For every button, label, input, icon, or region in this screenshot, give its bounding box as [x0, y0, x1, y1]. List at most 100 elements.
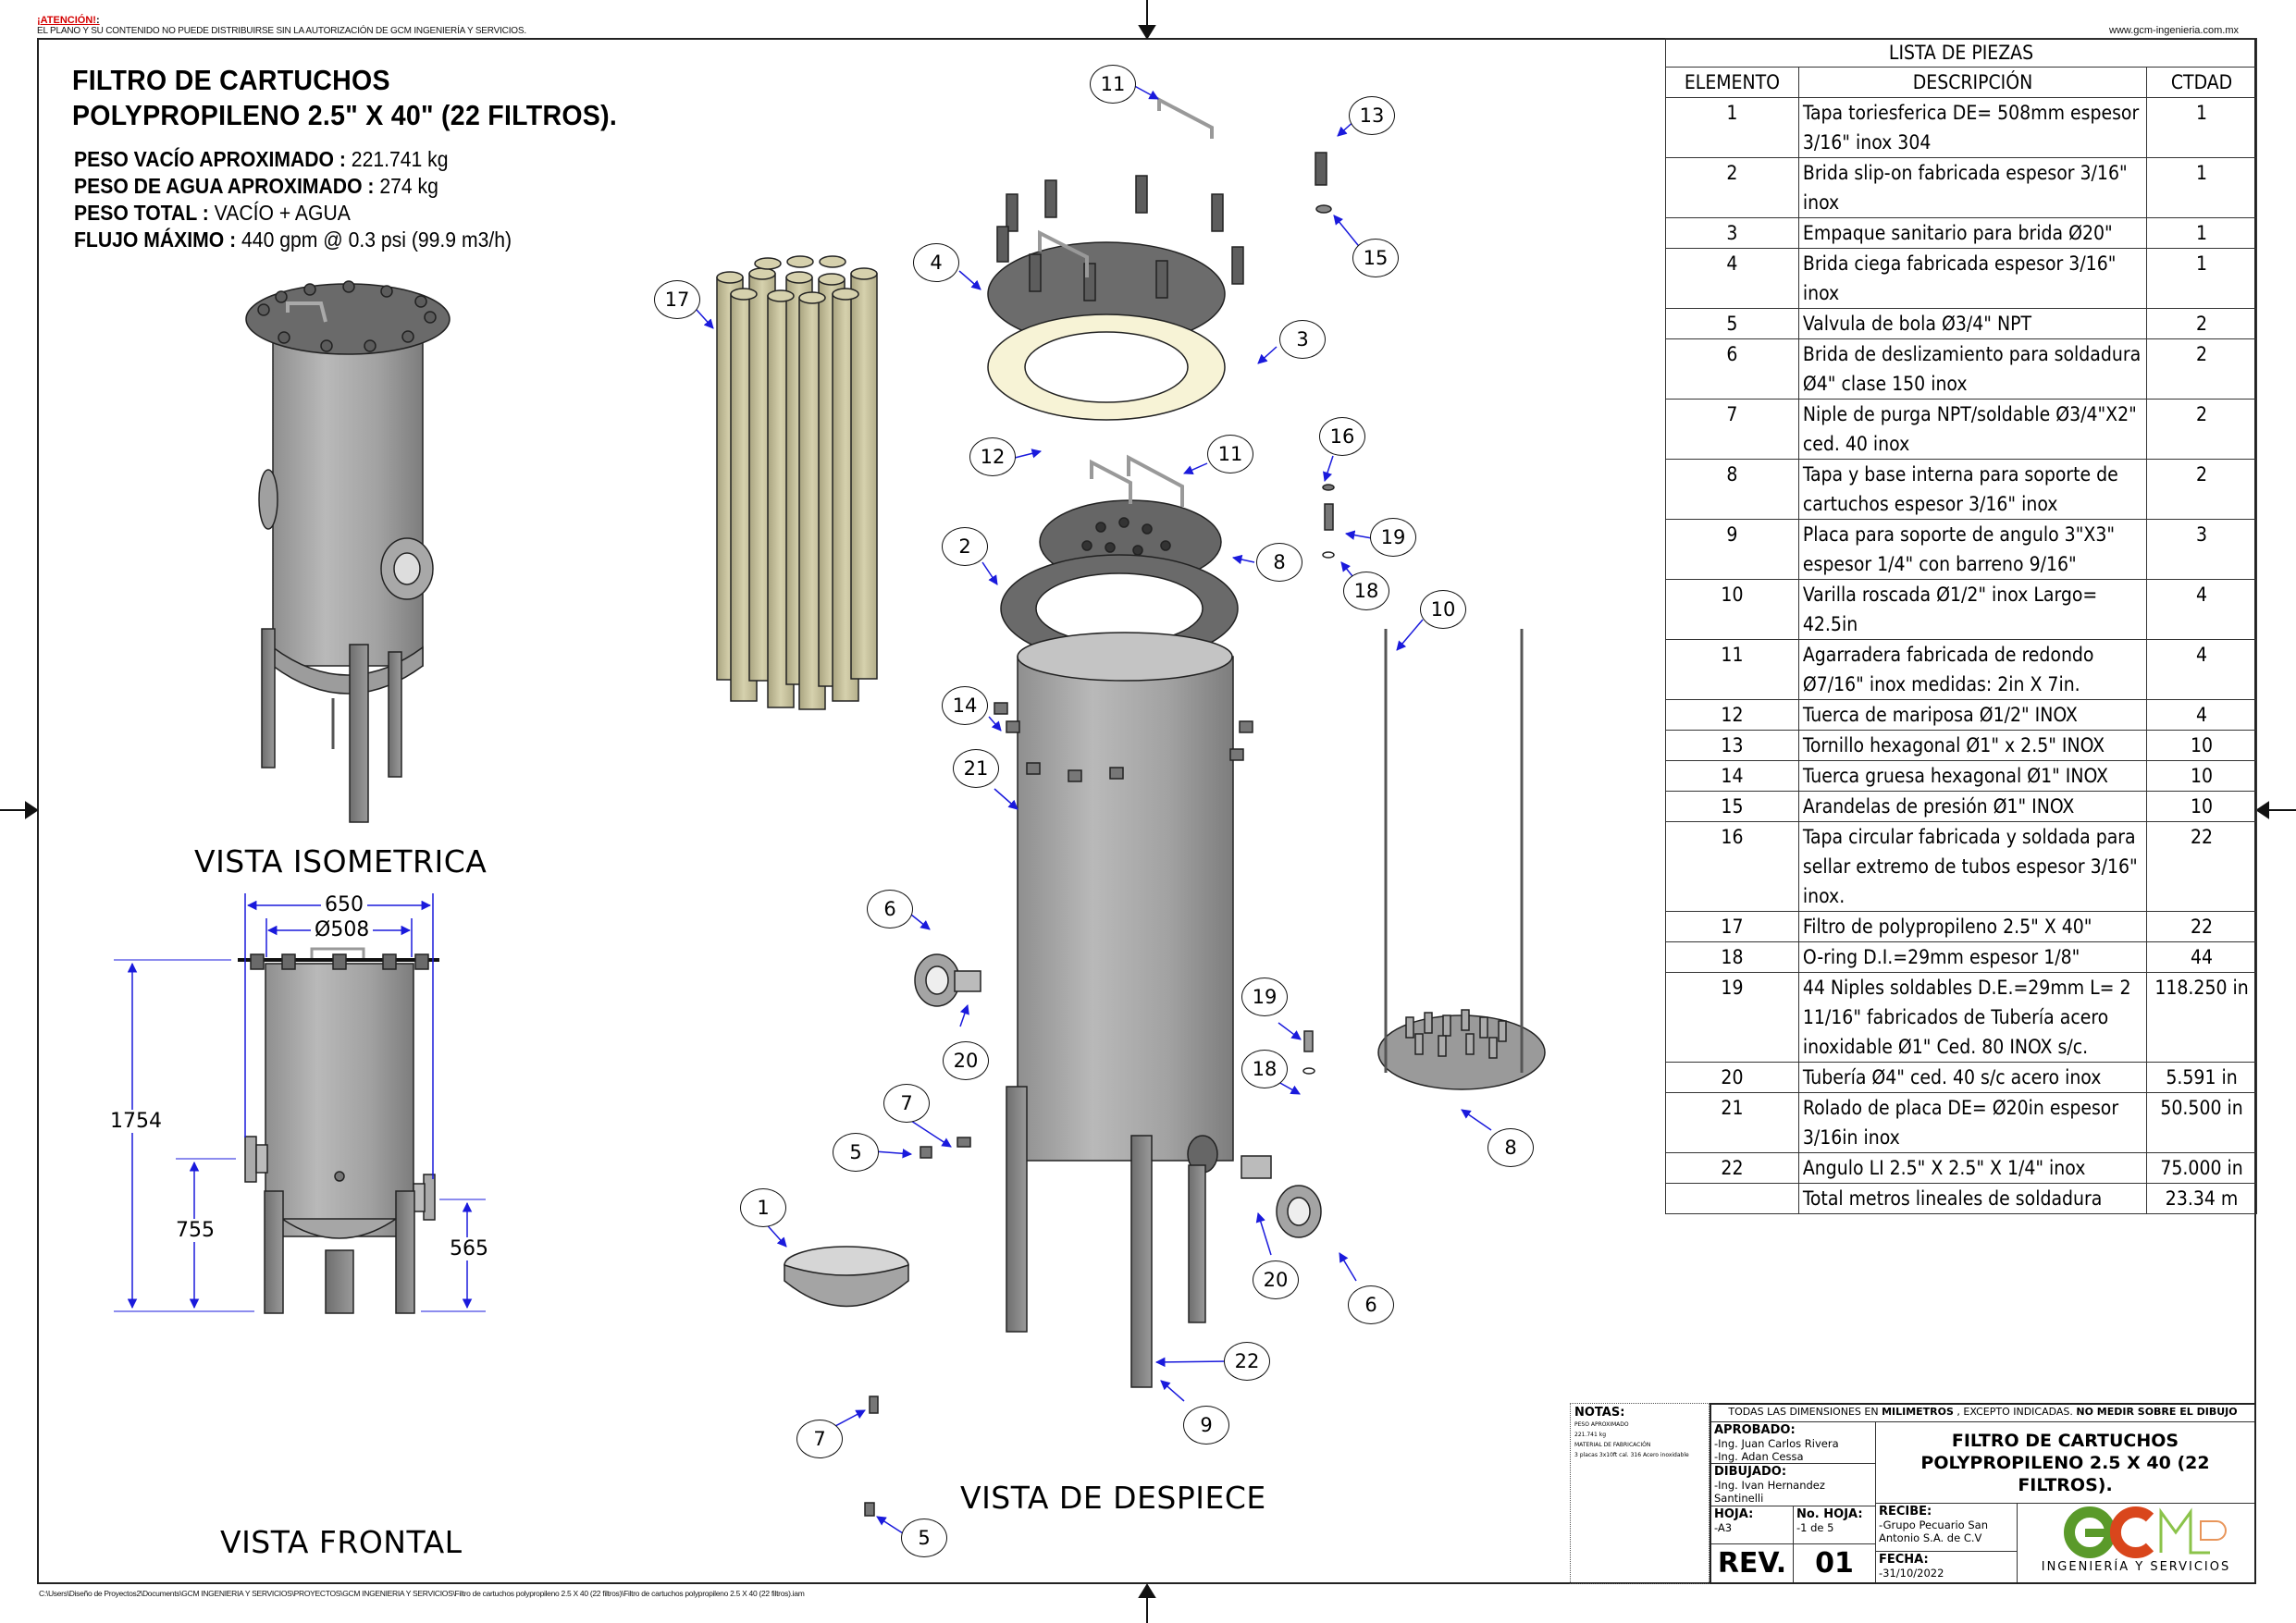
callout-9: 9	[1183, 1406, 1229, 1445]
drawn-cell: DIBUJADO: -Ing. Ivan Hernandez Santinell…	[1711, 1464, 1876, 1506]
spec-total-weight: PESO TOTAL : VACÍO + AGUA	[74, 201, 351, 225]
callout-7-bottom: 7	[796, 1420, 843, 1458]
website-link[interactable]: www.gcm-ingenieria.com.mx	[2109, 25, 2239, 36]
callout-8-top: 8	[1256, 543, 1302, 582]
dim-outlet-height: 565	[446, 1237, 492, 1260]
callout-11-mid: 11	[1207, 435, 1253, 473]
callout-6-right: 6	[1348, 1285, 1394, 1324]
header-qty: CTDAD	[2146, 67, 2257, 98]
dim-total-height: 1754	[106, 1110, 166, 1133]
front-outlet-flange	[423, 1174, 436, 1221]
front-leg-center	[325, 1249, 354, 1314]
notes-heading: NOTAS:	[1574, 1406, 1625, 1420]
callout-20-left: 20	[943, 1041, 989, 1080]
part-element: 22	[1665, 1152, 1799, 1184]
title-line-1: FILTRO DE CARTUCHOS	[72, 64, 390, 96]
logo-subtitle: INGENIERÍA Y SERVICIOS	[2041, 1560, 2231, 1574]
oring-18-top	[1322, 551, 1335, 559]
title-block: TODAS LAS DIMENSIONES EN MILIMETROS , EX…	[1710, 1403, 2256, 1584]
callout-5-bottom: 5	[901, 1518, 947, 1557]
callout-18-top: 18	[1343, 572, 1389, 610]
drawn-by: -Ing. Ivan Hernandez Santinelli	[1714, 1479, 1825, 1505]
leg-front	[1130, 1135, 1153, 1388]
iso-bottom-head	[272, 646, 424, 695]
part-description: Tuerca gruesa hexagonal Ø1" INOX	[1797, 760, 2148, 792]
note-line: MATERIAL DE FABRICACIÓN	[1574, 1442, 1651, 1448]
part-element: 4	[1665, 248, 1799, 309]
part-element: 17	[1665, 911, 1799, 942]
note-line: 3 placas 3x10ft cal. 316 Acero inoxidabl…	[1574, 1452, 1689, 1458]
part-description: Arandelas de presión Ø1" INOX	[1797, 791, 2148, 822]
callout-22: 22	[1224, 1342, 1270, 1381]
niple-19-top	[1324, 503, 1334, 531]
exploded-view-label: VISTA DE DESPIECE	[960, 1480, 1266, 1516]
dimensions-note: TODAS LAS DIMENSIONES EN MILIMETROS , EX…	[1711, 1405, 2254, 1422]
part-qty: 1	[2146, 217, 2257, 249]
rev-number: 01	[1794, 1544, 1876, 1582]
part-qty: 44	[2146, 941, 2257, 973]
part-element: 9	[1665, 519, 1799, 580]
niple-7-top	[957, 1137, 971, 1148]
part-element: 14	[1665, 760, 1799, 792]
iso-leg-front	[349, 644, 369, 823]
part-qty: 75.000 in	[2146, 1152, 2257, 1184]
part-element: 5	[1665, 308, 1799, 339]
callout-20-right: 20	[1253, 1260, 1299, 1299]
part-description: Placa para soporte de angulo 3"X3" espes…	[1797, 519, 2148, 580]
spec-water-weight: PESO DE AGUA APROXIMADO : 274 kg	[74, 174, 438, 198]
part-qty: 50.500 in	[2146, 1092, 2257, 1153]
left-center-marker-icon	[25, 801, 39, 819]
callout-12: 12	[969, 437, 1016, 476]
front-drain	[334, 1171, 345, 1182]
front-inlet-nozzle	[255, 1144, 268, 1174]
top-center-marker-icon	[1138, 25, 1156, 40]
top-handle	[1157, 96, 1214, 139]
pipe-left	[954, 970, 981, 992]
header-element: ELEMENTO	[1665, 67, 1799, 98]
callout-4: 4	[913, 243, 959, 282]
receiver-cell: RECIBE:-Grupo Pecuario San Antonio S.A. …	[1876, 1504, 2018, 1552]
part-description: Tapa toriesferica DE= 508mm espesor 3/16…	[1797, 97, 2148, 158]
part-qty: 1	[2146, 248, 2257, 309]
oring-18-bottom	[1302, 1067, 1315, 1075]
part-element: 15	[1665, 791, 1799, 822]
notes-box: NOTAS: PESO APROXIMADO 221.741 kg MATERI…	[1570, 1403, 1710, 1584]
part-element: 12	[1665, 699, 1799, 731]
gasket-bore	[1024, 331, 1189, 403]
lock-washer	[1315, 204, 1332, 214]
callout-15: 15	[1352, 239, 1399, 277]
header-description: DESCRIPCIÓN	[1797, 67, 2148, 98]
part-qty: 10	[2146, 791, 2257, 822]
note-line: PESO APROXIMADO	[1574, 1421, 1629, 1428]
front-handle	[310, 947, 365, 958]
parts-list-table: LISTA DE PIEZAS ELEMENTO DESCRIPCIÓN CTD…	[1665, 38, 2257, 1214]
dim-overall-width: 650	[321, 893, 367, 916]
callout-10: 10	[1420, 590, 1466, 629]
front-leg-right	[395, 1190, 415, 1314]
spec-list: PESO VACÍO APROXIMADO : 221.741 kg PESO …	[74, 146, 512, 253]
part-qty: 10	[2146, 730, 2257, 761]
part-description: Tubería Ø4" ced. 40 s/c acero inox	[1797, 1062, 2148, 1093]
part-description: Varilla roscada Ø1/2" inox Largo= 42.5in	[1797, 579, 2148, 640]
part-element: 2	[1665, 157, 1799, 218]
torispherical-head	[784, 1263, 909, 1308]
iso-shell	[272, 332, 424, 667]
part-element: 21	[1665, 1092, 1799, 1153]
parts-list-body: 1 Tapa toriesferica DE= 508mm espesor 3/1…	[1665, 97, 2257, 1214]
part-element: 3	[1665, 217, 1799, 249]
part-element: 19	[1665, 972, 1799, 1063]
